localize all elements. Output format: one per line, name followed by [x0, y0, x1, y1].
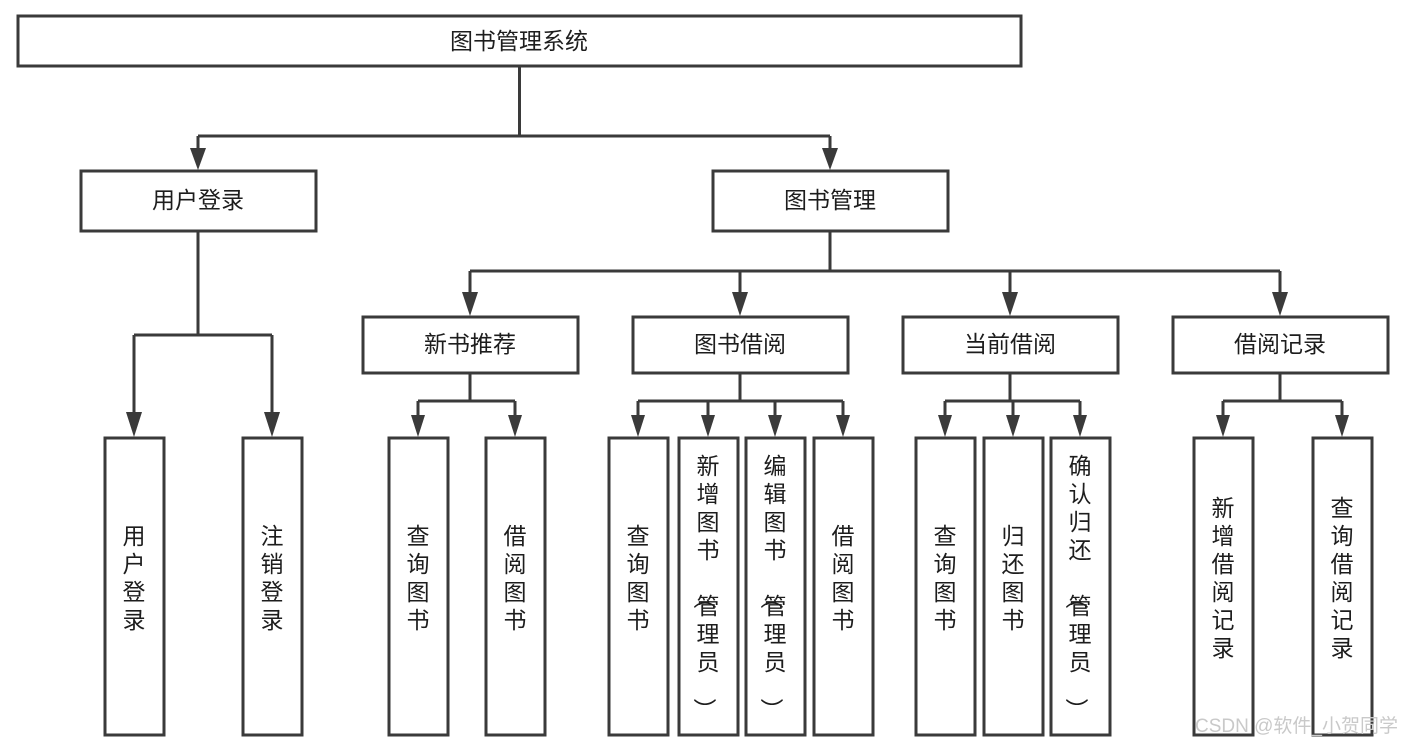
- arrow-head-new-book-recommend: [462, 292, 478, 316]
- node-book-borrow-box[interactable]: [631, 315, 850, 375]
- arrow-head-leaf-confirm-return-admin: [1073, 415, 1087, 437]
- node-leaf-logout-login[interactable]: 注销登录: [241, 436, 304, 737]
- node-root[interactable]: 图书管理系统: [16, 14, 1023, 68]
- arrow-head-leaf-add-book-admin: [701, 415, 715, 437]
- arrow-head-book-management: [822, 148, 838, 170]
- node-leaf-edit-book-admin[interactable]: 编辑图书（管理员）: [744, 436, 807, 737]
- node-leaf-query-book-2-label: 查询图书: [627, 523, 650, 633]
- node-leaf-confirm-return-admin[interactable]: 确认归还（管理员）: [1049, 436, 1112, 737]
- node-leaf-return-book-box[interactable]: [982, 436, 1045, 737]
- node-leaf-borrow-book-2-box[interactable]: [812, 436, 875, 737]
- node-borrow-record-box[interactable]: [1171, 315, 1390, 375]
- node-leaf-return-book[interactable]: 归还图书: [982, 436, 1045, 737]
- node-book-management[interactable]: 图书管理: [711, 169, 950, 233]
- node-leaf-query-borrow-record-box[interactable]: [1311, 436, 1374, 737]
- node-leaf-query-book-2-box[interactable]: [607, 436, 670, 737]
- arrow-head-leaf-edit-book-admin: [768, 415, 782, 437]
- arrow-head-leaf-borrow-book-1: [508, 415, 522, 437]
- node-current-borrow-label: 当前借阅: [964, 331, 1056, 357]
- node-leaf-borrow-book-1[interactable]: 借阅图书: [484, 436, 547, 737]
- node-leaf-query-book-2[interactable]: 查询图书: [607, 436, 670, 737]
- node-borrow-record-label: 借阅记录: [1234, 331, 1326, 357]
- node-book-management-label: 图书管理: [784, 187, 876, 213]
- node-leaf-logout-login-label: 注销登录: [261, 523, 284, 633]
- node-new-book-recommend-label: 新书推荐: [424, 331, 516, 357]
- arrow-head-user-login: [190, 148, 206, 170]
- node-root-box[interactable]: [16, 14, 1023, 68]
- node-leaf-borrow-book-1-label: 借阅图书: [504, 523, 527, 633]
- arrow-head-current-borrow: [1002, 292, 1018, 316]
- node-leaf-user-login-box[interactable]: [103, 436, 166, 737]
- node-leaf-user-login[interactable]: 用户登录: [103, 436, 166, 737]
- arrow-head-leaf-borrow-book-2: [836, 415, 850, 437]
- node-leaf-query-book-3[interactable]: 查询图书: [914, 436, 977, 737]
- node-leaf-query-book-1-box[interactable]: [387, 436, 450, 737]
- node-leaf-query-book-1[interactable]: 查询图书: [387, 436, 450, 737]
- arrow-head-book-borrow: [732, 292, 748, 316]
- node-book-borrow[interactable]: 图书借阅: [631, 315, 850, 375]
- arrow-head-borrow-record: [1272, 292, 1288, 316]
- node-leaf-borrow-book-2[interactable]: 借阅图书: [812, 436, 875, 737]
- csdn-watermark: CSDN @软件_小贺同学: [1195, 715, 1398, 737]
- node-leaf-query-book-3-label: 查询图书: [934, 523, 957, 633]
- arrow-head-leaf-add-borrow-record: [1216, 415, 1230, 437]
- arrow-head-leaf-query-book-1: [411, 415, 425, 437]
- node-leaf-query-book-3-box[interactable]: [914, 436, 977, 737]
- node-user-login[interactable]: 用户登录: [79, 169, 318, 233]
- node-leaf-edit-book-admin-label: 编辑图书（管理员）: [759, 453, 787, 721]
- node-leaf-add-book-admin-box[interactable]: [677, 436, 740, 737]
- node-root-label: 图书管理系统: [450, 28, 588, 54]
- node-current-borrow[interactable]: 当前借阅: [901, 315, 1120, 375]
- node-leaf-return-book-label: 归还图书: [1002, 523, 1025, 633]
- node-leaf-query-book-1-label: 查询图书: [407, 523, 430, 633]
- node-leaf-add-borrow-record-label: 新增借阅记录: [1212, 495, 1235, 661]
- node-user-login-label: 用户登录: [152, 187, 244, 213]
- node-leaf-logout-login-box[interactable]: [241, 436, 304, 737]
- node-leaf-query-borrow-record-label: 查询借阅记录: [1331, 495, 1354, 661]
- node-new-book-recommend-box[interactable]: [361, 315, 580, 375]
- node-leaf-borrow-book-1-box[interactable]: [484, 436, 547, 737]
- node-leaf-edit-book-admin-box[interactable]: [744, 436, 807, 737]
- node-leaf-add-borrow-record[interactable]: 新增借阅记录: [1192, 436, 1255, 737]
- arrow-head-leaf-return-book: [1006, 415, 1020, 437]
- node-leaf-add-book-admin[interactable]: 新增图书（管理员）: [677, 436, 740, 737]
- node-borrow-record[interactable]: 借阅记录: [1171, 315, 1390, 375]
- node-leaf-user-login-label: 用户登录: [123, 523, 146, 633]
- node-leaf-borrow-book-2-label: 借阅图书: [832, 523, 855, 633]
- node-book-management-box[interactable]: [711, 169, 950, 233]
- node-leaf-confirm-return-admin-label: 确认归还（管理员）: [1064, 453, 1092, 721]
- arrow-head-leaf-query-book-2: [631, 415, 645, 437]
- connector-layer: [126, 67, 1349, 437]
- node-current-borrow-box[interactable]: [901, 315, 1120, 375]
- arrow-head-leaf-query-borrow-record: [1335, 415, 1349, 437]
- node-leaf-add-borrow-record-box[interactable]: [1192, 436, 1255, 737]
- node-leaf-confirm-return-admin-box[interactable]: [1049, 436, 1112, 737]
- arrow-head-leaf-query-book-3: [938, 415, 952, 437]
- node-user-login-box[interactable]: [79, 169, 318, 233]
- node-leaf-query-borrow-record[interactable]: 查询借阅记录: [1311, 436, 1374, 737]
- node-new-book-recommend[interactable]: 新书推荐: [361, 315, 580, 375]
- arrow-head-leaf-logout-login: [264, 412, 280, 437]
- node-book-borrow-label: 图书借阅: [694, 331, 786, 357]
- arrow-head-leaf-user-login: [126, 412, 142, 437]
- node-leaf-add-book-admin-label: 新增图书（管理员）: [692, 453, 720, 721]
